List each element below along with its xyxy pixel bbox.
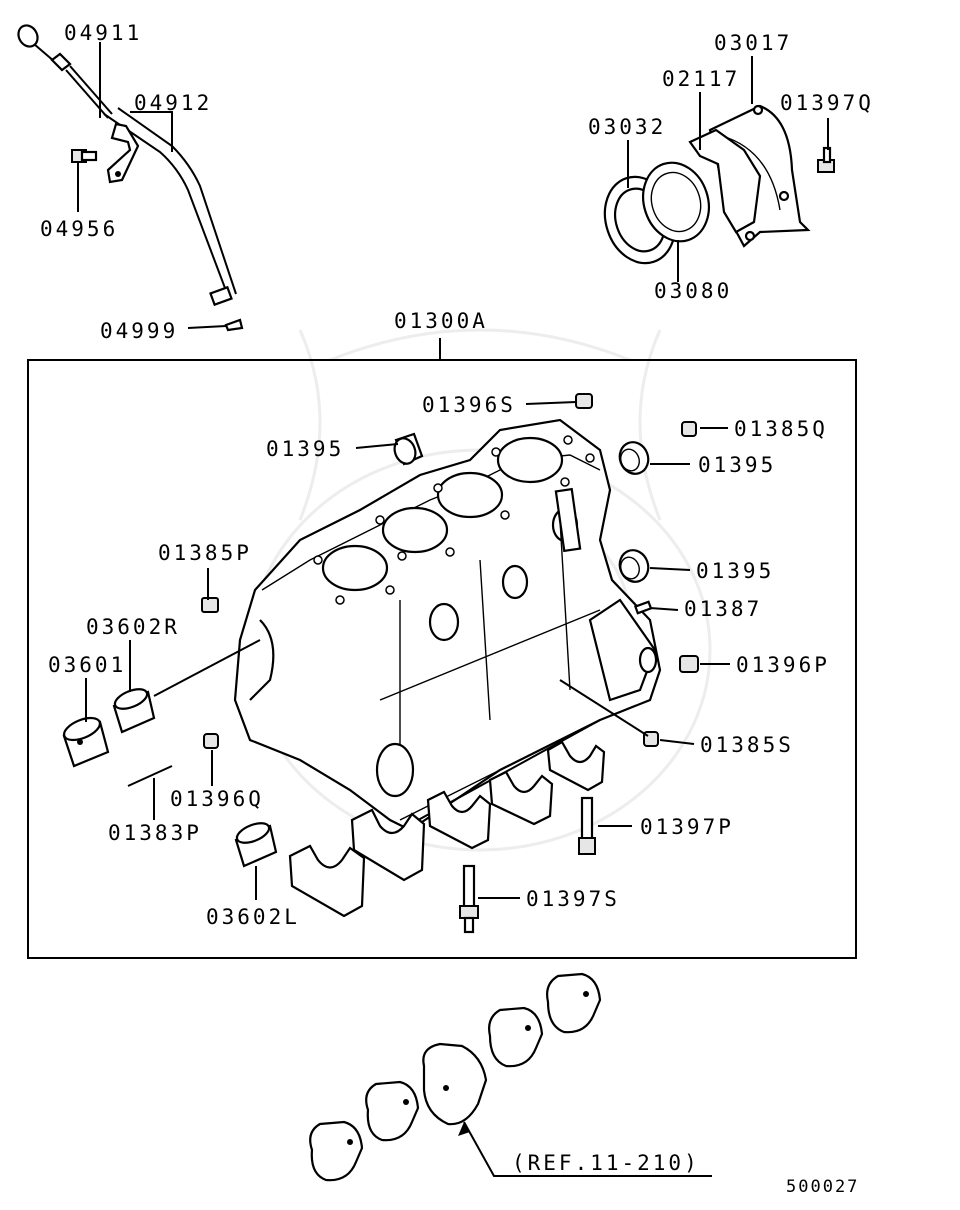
label-01396Q: 01396Q [170, 787, 264, 811]
label-01397S: 01397S [526, 887, 620, 911]
main-bearing-cap-2-icon [350, 808, 426, 882]
label-04956: 04956 [40, 217, 118, 241]
label-04999: 04999 [100, 319, 178, 343]
label-03602R: 03602R [86, 615, 180, 639]
plug-01396Q-icon [203, 733, 219, 749]
bolt-04956-icon [71, 149, 98, 163]
label-04911: 04911 [64, 21, 142, 45]
label-01385P: 01385P [158, 541, 252, 565]
label-01395-right-top: 01395 [698, 453, 776, 477]
label-01387: 01387 [684, 597, 762, 621]
stud-01383P-icon [127, 765, 173, 787]
cylinder-block-icon [233, 418, 662, 832]
main-bearing-cap-5-icon [546, 740, 606, 792]
label-03602L: 03602L [206, 905, 300, 929]
bearing-shell-set-icon [309, 972, 602, 1182]
main-bearing-cap-3-icon [426, 790, 492, 850]
balancer-bushing-03602R-icon [112, 688, 156, 734]
clip-04999-icon [224, 318, 244, 332]
label-01395-right-bottom: 01395 [696, 559, 774, 583]
label-04912: 04912 [134, 91, 212, 115]
label-01383P: 01383P [108, 821, 202, 845]
label-01385Q: 01385Q [734, 417, 828, 441]
plug-01396P-icon [679, 655, 699, 673]
label-03017: 03017 [714, 31, 792, 55]
cylinder-block-assembly-frame [27, 359, 857, 959]
plug-01385Q-icon [681, 421, 697, 437]
label-03601: 03601 [48, 653, 126, 677]
bolt-01397Q-icon [817, 146, 835, 173]
label-01396S: 01396S [422, 393, 516, 417]
main-bearing-cap-1-icon [288, 844, 366, 918]
bolt-01397S-icon [459, 864, 479, 934]
oil-seal-case-gasket-03080-icon [642, 161, 710, 243]
expansion-plug-01395-left-icon [393, 432, 424, 466]
label-01396P: 01396P [736, 653, 830, 677]
main-bearing-cap-4-icon [488, 770, 554, 826]
gasket-02117-icon [688, 128, 762, 234]
label-01397P: 01397P [640, 815, 734, 839]
plug-01396S-icon [575, 393, 593, 409]
label-01385S: 01385S [700, 733, 794, 757]
label-03080: 03080 [654, 279, 732, 303]
pin-01387-icon [633, 600, 653, 615]
label-01395-left: 01395 [266, 437, 344, 461]
expansion-plug-01395-right-bottom-icon [618, 549, 650, 583]
bolt-01397P-icon [578, 796, 596, 855]
balancer-bushing-03601-icon [62, 716, 110, 768]
diagram-number: 500027 [786, 1177, 859, 1197]
label-03032: 03032 [588, 115, 666, 139]
plug-01385P-icon [201, 597, 219, 613]
label-01300A: 01300A [394, 309, 488, 333]
reference-label: (REF.11-210) [512, 1151, 700, 1175]
label-01397Q: 01397Q [780, 91, 874, 115]
label-02117: 02117 [662, 67, 740, 91]
oil-level-gauge-guide-icon [103, 107, 237, 307]
balancer-bushing-03602L-icon [234, 822, 278, 868]
expansion-plug-01395-right-top-icon [618, 441, 650, 475]
